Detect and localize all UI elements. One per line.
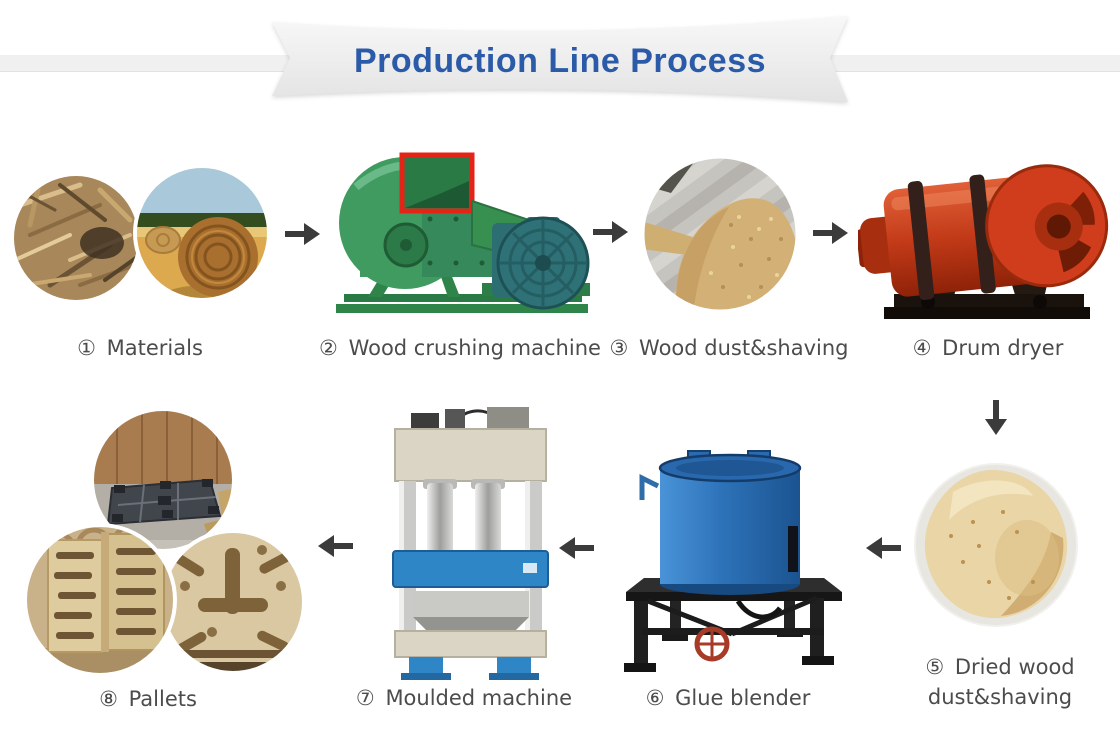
arrow-right-icon [812, 222, 848, 244]
arrow-left-icon [559, 537, 595, 559]
step-label-drum-dryer: ④ Drum dryer [878, 335, 1098, 362]
step-label-moulded-machine: ⑦ Moulded machine [349, 685, 579, 712]
step-number: ⑦ [355, 686, 375, 710]
materials-image [10, 164, 280, 314]
step-label-crusher: ② Wood crushing machine [310, 335, 610, 362]
arrow-right-icon [284, 223, 320, 245]
step-number: ① [77, 336, 96, 360]
materials-photo-circles [14, 164, 271, 302]
powder-photo-circle [914, 463, 1078, 627]
wood-dust-image [641, 155, 799, 317]
step-label-materials: ① Materials [40, 335, 240, 362]
step-label-line2: dust&shaving [927, 685, 1073, 709]
step-label-text: Drum dryer [942, 336, 1064, 360]
step-label-text: Pallets [128, 687, 197, 711]
press-illustration [392, 407, 549, 680]
step-number: ⑤ [925, 655, 945, 679]
pallets-photo-circles [23, 407, 306, 677]
title-ribbon [268, 8, 852, 112]
dried-wood-dust-image [913, 462, 1079, 632]
step-label-text: Materials [106, 336, 203, 360]
wood-crushing-machine-image [330, 133, 605, 329]
glue-blender-illustration [624, 450, 842, 672]
step-label-text: Wood crushing machine [348, 336, 601, 360]
step-number: ④ [912, 336, 932, 360]
crusher-illustration [336, 152, 590, 313]
moulded-machine-image [383, 403, 558, 685]
step-number: ② [319, 336, 338, 360]
ribbon-icon [272, 16, 848, 102]
step-label-text: Wood dust&shaving [639, 336, 849, 360]
step-label-line1: ⑤ Dried wood [905, 652, 1095, 682]
step-label-dried-dust: ⑤ Dried wood dust&shaving [905, 652, 1095, 712]
step-number: ⑥ [645, 686, 665, 710]
step-label-text: Dried wood [954, 655, 1075, 679]
step-number: ③ [609, 336, 629, 360]
page-title: Production Line Process [353, 42, 767, 80]
drum-dryer-illustration [856, 164, 1109, 319]
arrow-left-icon [866, 537, 902, 559]
step-label-text: Moulded machine [385, 686, 573, 710]
step-label-glue-blender: ⑥ Glue blender [618, 685, 838, 712]
step-label-pallets: ⑧ Pallets [48, 686, 248, 713]
step-label-wood-dust: ③ Wood dust&shaving [599, 335, 859, 362]
step-label-text: Glue blender [675, 686, 811, 710]
step-number: ⑧ [99, 687, 118, 711]
arrow-right-icon [592, 221, 628, 243]
arrow-left-icon [318, 535, 354, 557]
glue-blender-image [612, 438, 857, 682]
drum-dryer-image [856, 142, 1113, 338]
wood-dust-photo-circle [641, 155, 799, 313]
pallets-image [22, 400, 312, 684]
arrow-down-icon [985, 399, 1007, 435]
